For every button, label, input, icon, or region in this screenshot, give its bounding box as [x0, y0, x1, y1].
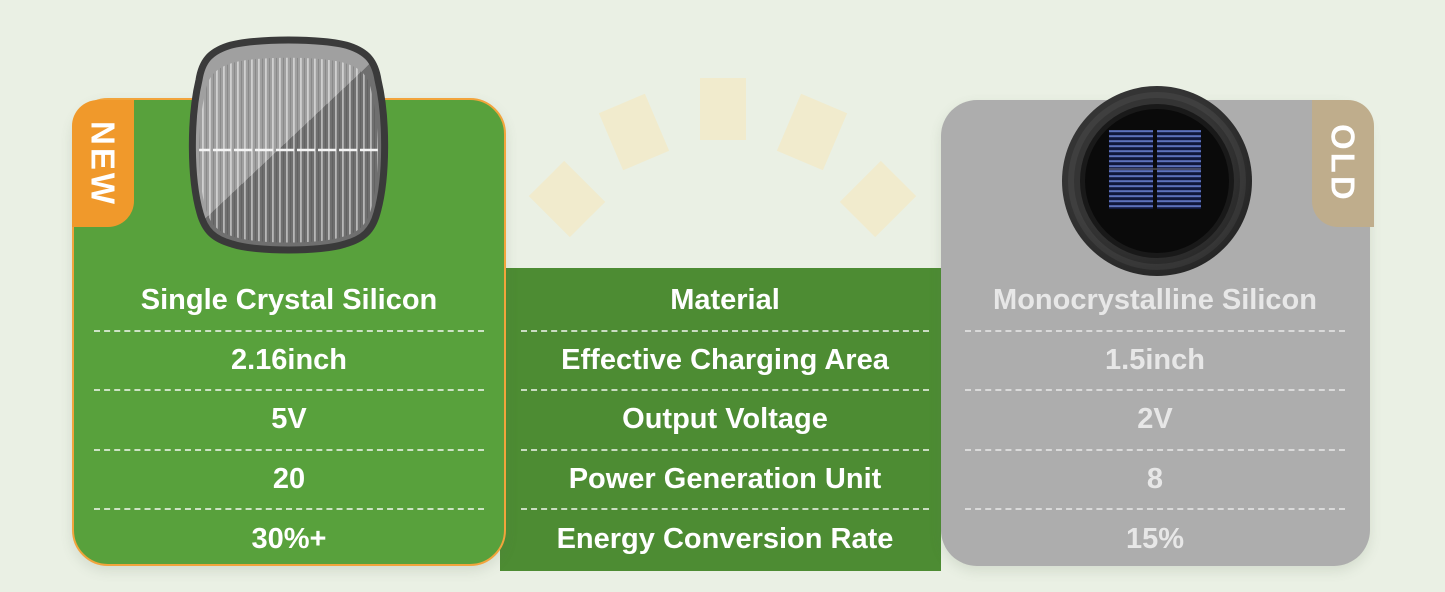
new-charging-area-value: 2.16inch	[94, 329, 484, 390]
old-badge: OLD	[1312, 100, 1374, 227]
attribute-column-background	[500, 268, 941, 571]
new-badge: NEW	[72, 100, 134, 227]
new-conversion-rate-value: 30%+	[94, 508, 484, 568]
new-badge-label: NEW	[84, 120, 122, 207]
sun-ray-icon	[700, 78, 746, 140]
attribute-conversion-rate: Energy Conversion Rate	[521, 508, 929, 568]
old-charging-area-value: 1.5inch	[965, 329, 1345, 390]
new-output-voltage-value: 5V	[94, 389, 484, 449]
new-material-value: Single Crystal Silicon	[140, 284, 438, 317]
old-conversion-rate-value: 15%	[965, 508, 1345, 568]
sun-ray-icon	[839, 160, 917, 238]
attribute-output-voltage: Output Voltage	[521, 389, 929, 449]
sun-ray-icon	[528, 160, 606, 238]
old-output-voltage-value: 2V	[965, 389, 1345, 449]
attribute-power-unit: Power Generation Unit	[521, 448, 929, 509]
attribute-material: Material	[670, 284, 780, 317]
attribute-charging-area: Effective Charging Area	[521, 329, 929, 390]
sun-ray-icon	[776, 93, 848, 171]
sun-ray-icon	[598, 93, 670, 171]
old-solar-panel-icon	[1062, 86, 1252, 276]
old-power-unit-value: 8	[965, 448, 1345, 509]
new-product-spec-column: Single Crystal Silicon 2.16inch 5V 20 30…	[74, 272, 504, 568]
old-product-spec-column: Monocrystalline Silicon 1.5inch 2V 8 15%	[943, 272, 1367, 568]
new-solar-panel-icon	[188, 36, 389, 254]
old-material-value: Monocrystalline Silicon	[993, 284, 1317, 317]
attribute-label-column: Material Effective Charging Area Output …	[509, 272, 941, 568]
old-badge-label: OLD	[1324, 124, 1362, 203]
new-power-unit-value: 20	[94, 448, 484, 509]
